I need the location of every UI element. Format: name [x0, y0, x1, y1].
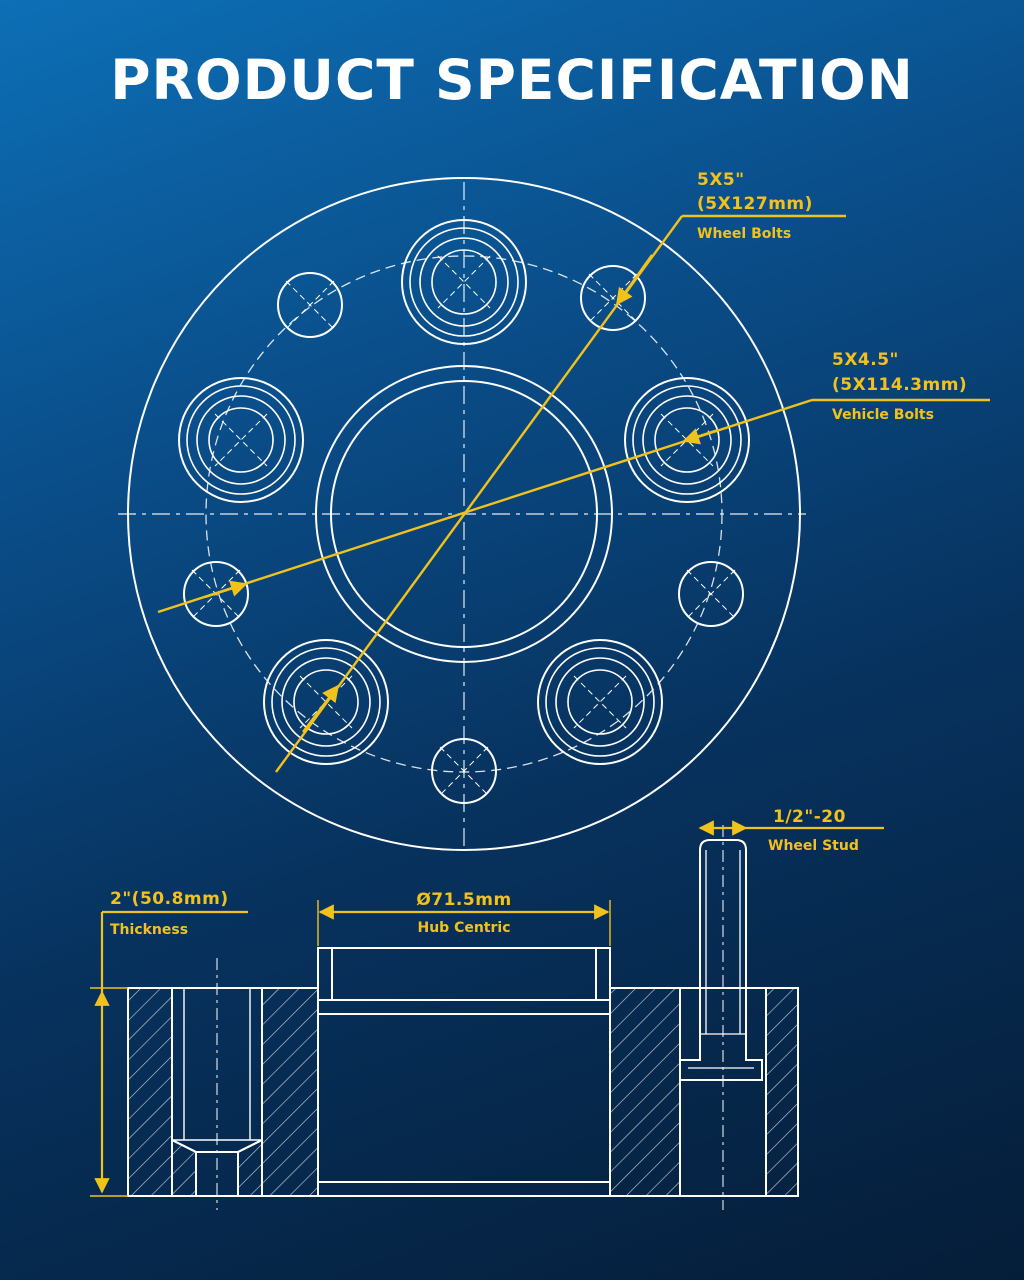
vehicle-bolt-hole [580, 265, 646, 331]
wheel-stud-holes [178, 219, 750, 765]
hatch-left-bottom [171, 1138, 197, 1197]
vehicle-bolts-arrow-right [682, 428, 719, 445]
section-view-dimensions [90, 820, 884, 1197]
wheel-stud-hole [537, 639, 663, 765]
vehicle-bolt-holes [183, 265, 744, 804]
hub-centric-value: Ø71.5mm [416, 890, 511, 910]
wheel-stud-hole [401, 219, 527, 345]
wheel-stud-hole [263, 639, 389, 765]
hatch-left-outer [127, 987, 173, 1197]
hatch-right-b [765, 987, 799, 1197]
vehicle-bolt-hole [431, 738, 497, 804]
vehicle-bolts-label: Vehicle Bolts [832, 407, 934, 423]
hub-bore-outer [315, 365, 613, 663]
wheel-bolts-value-mm: (5X127mm) [697, 194, 813, 214]
hatch-right-a [609, 987, 681, 1197]
wheel-bolts-value: 5X5" [697, 170, 745, 190]
thickness-value: 2"(50.8mm) [110, 889, 229, 909]
wheel-stud [679, 839, 763, 1081]
front-view-dimensions [157, 214, 990, 773]
wheel-stud-value: 1/2"-20 [773, 807, 846, 827]
wheel-bolts-label: Wheel Bolts [697, 226, 791, 242]
thickness-label: Thickness [110, 922, 188, 938]
wheel-bolts-dimension-line [275, 215, 683, 773]
page-title: PRODUCT SPECIFICATION [110, 48, 914, 112]
hub-bore-inner [330, 380, 598, 648]
section-outline [127, 947, 799, 1197]
wheel-stud-hole [624, 377, 750, 503]
wheel-stud-hole [178, 377, 304, 503]
vehicle-bolts-value-mm: (5X114.3mm) [832, 375, 967, 395]
vehicle-bolt-hole [277, 272, 343, 338]
hatch-left-inner [261, 987, 319, 1197]
hatch-mid-bottom [237, 1138, 263, 1197]
section-view [127, 825, 799, 1210]
vehicle-bolt-hole [678, 561, 744, 627]
hub-centric-label: Hub Centric [417, 920, 510, 936]
wheel-bolts-arrow-top [616, 254, 653, 306]
vehicle-bolts-value: 5X4.5" [832, 350, 899, 370]
wheel-bolts-arrow-bottom [302, 684, 340, 733]
wheel-stud-label: Wheel Stud [768, 838, 859, 854]
vehicle-bolts-arrow-left [204, 580, 248, 599]
